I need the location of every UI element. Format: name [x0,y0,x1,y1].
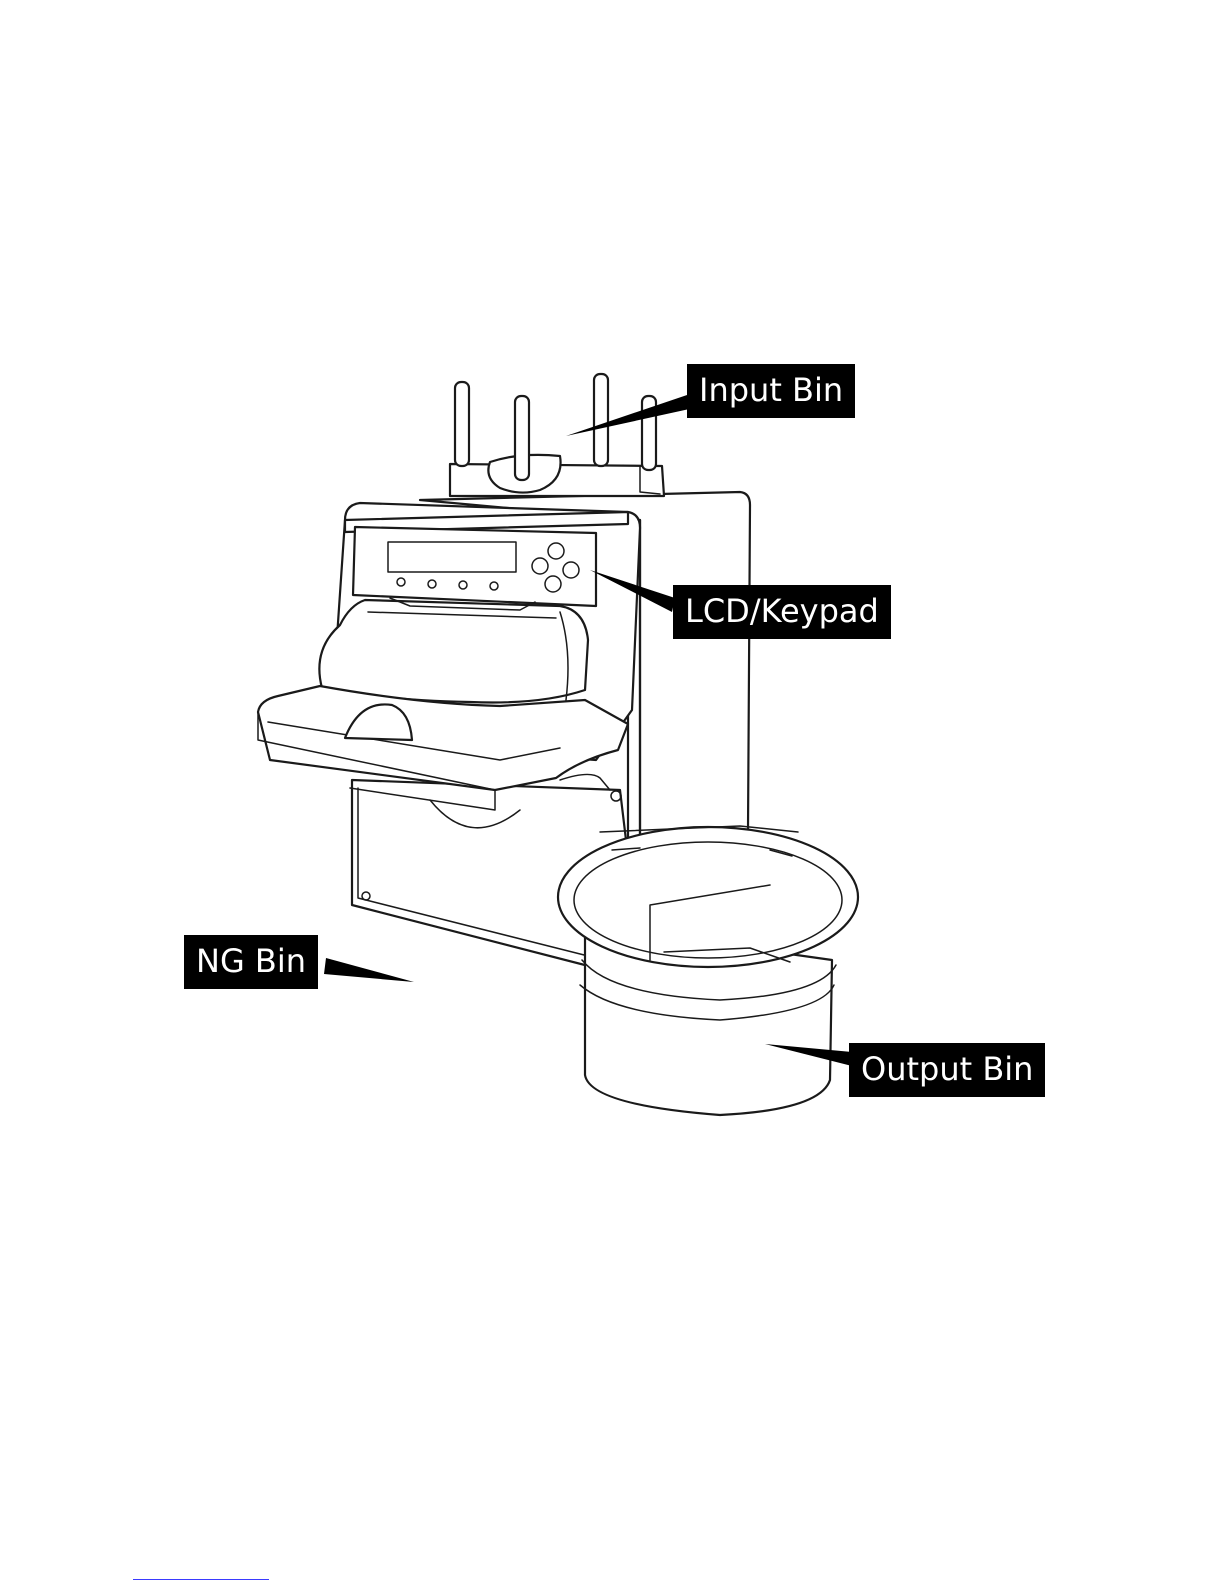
input-bin [450,374,664,496]
input-spindle [594,374,608,466]
leader-input-bin [566,394,694,436]
ng-bin-label: NG Bin [184,935,318,989]
input-spindle [515,396,529,480]
input-bin-label: Input Bin [687,364,855,418]
drive-cover [319,598,588,703]
lcd-keypad-label: LCD/Keypad [673,585,891,639]
input-spindle [455,382,469,466]
output-bin-label: Output Bin [849,1043,1045,1097]
footer-rule [133,1579,269,1580]
lcd-keypad-panel [353,527,596,606]
output-bin [558,826,858,1115]
leader-ng-bin [324,958,414,982]
